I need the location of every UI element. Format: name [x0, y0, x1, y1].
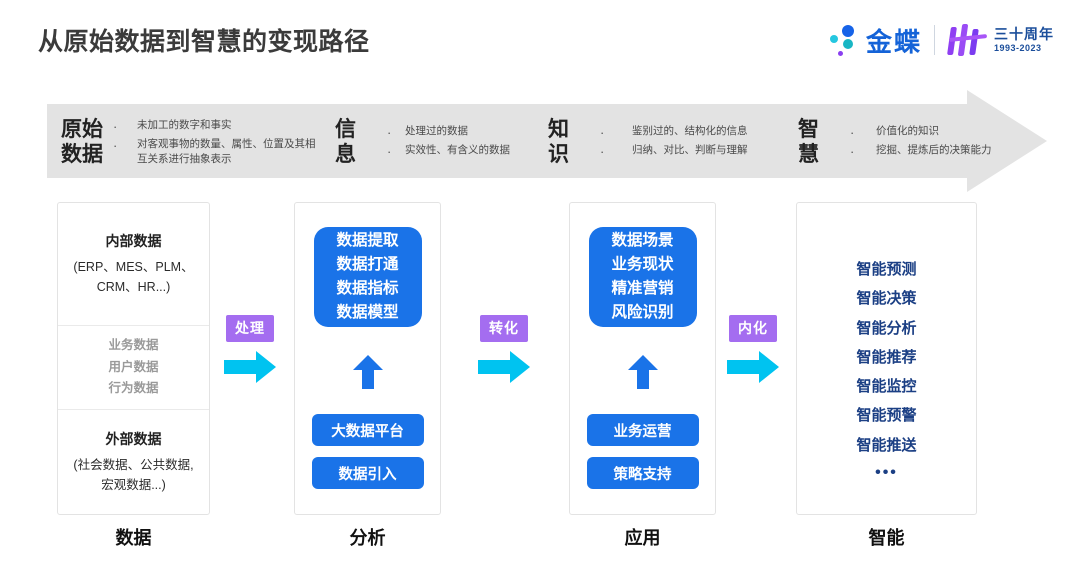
band-bullet: · 归纳、对比、判断与理解 — [598, 143, 748, 162]
data-types-list: 业务数据 用户数据 行为数据 — [108, 337, 159, 396]
stage-arrow-band: 原始 数据 · 未加工的数字和事实 · 对客观事物的数量、属性、位置及其相互关系… — [47, 90, 1047, 192]
connector-label: 内化 — [729, 315, 777, 342]
band-stage-knowledge: 知 识 · 鉴别过的、结构化的信息 · 归纳、对比、判断与理解 — [540, 90, 790, 192]
anniversary-text: 三十周年 1993-2023 — [994, 26, 1054, 53]
list-item: 智能推送 — [856, 436, 917, 454]
band-bullet-text: 实效性、有含义的数据 — [405, 143, 510, 156]
right-arrow-icon — [478, 351, 530, 388]
band-bullet-text: 挖掘、提炼后的决策能力 — [876, 143, 992, 156]
band-bullet: · 价值化的知识 — [848, 124, 992, 143]
kingdee-dots-icon — [826, 24, 862, 56]
band-stage-wisdom: 智 慧 · 价值化的知识 · 挖掘、提炼后的决策能力 — [790, 90, 1045, 192]
brand-divider — [934, 25, 935, 55]
up-arrow-icon — [627, 355, 659, 394]
connector-internalize: 内化 — [727, 315, 779, 388]
anniversary-mark-icon — [947, 23, 988, 57]
band-bullet: · 实效性、有含义的数据 — [385, 143, 510, 162]
external-data-subtitle: (社会数据、公共数据, 宏观数据...) — [73, 458, 194, 492]
band-stage-bullets: · 价值化的知识 · 挖掘、提炼后的决策能力 — [848, 124, 992, 162]
band-stage-bullets: · 鉴别过的、结构化的信息 · 归纳、对比、判断与理解 — [598, 124, 748, 162]
list-ellipsis: ••• — [875, 463, 898, 481]
list-item: 智能分析 — [856, 319, 917, 337]
bullet-dot-icon: · — [113, 137, 118, 153]
bullet-dot-icon: · — [600, 124, 605, 140]
band-bullet: · 挖掘、提炼后的决策能力 — [848, 143, 992, 162]
application-capability-box: 数据场景 业务现状 精准营销 风险识别 — [588, 227, 697, 327]
bullet-dot-icon: · — [850, 124, 855, 140]
column-label-analysis: 分析 — [349, 528, 386, 548]
analysis-capability-box: 数据提取 数据打通 数据指标 数据模型 — [313, 227, 422, 327]
page-title: 从原始数据到智慧的变现路径 — [38, 28, 370, 56]
bullet-dot-icon: · — [387, 124, 392, 140]
band-stage-title: 信 息 — [335, 117, 356, 166]
connector-label: 处理 — [226, 315, 274, 342]
column-card-intelligence: 智能预测 智能决策 智能分析 智能推荐 智能监控 智能预警 智能推送 ••• — [796, 202, 977, 515]
anniversary-years: 1993-2023 — [994, 42, 1042, 53]
band-stage-title: 智 慧 — [798, 117, 819, 166]
application-strategy-pill[interactable]: 策略支持 — [586, 457, 699, 489]
connector-process: 处理 — [224, 315, 276, 388]
right-arrow-icon — [224, 351, 276, 388]
bullet-dot-icon: · — [113, 118, 118, 134]
right-arrow-icon — [727, 351, 779, 388]
band-bullet: · 鉴别过的、结构化的信息 — [598, 124, 748, 143]
band-bullet-text: 未加工的数字和事实 — [137, 118, 232, 131]
data-types-section: 业务数据 用户数据 行为数据 — [58, 325, 209, 410]
bullet-dot-icon: · — [850, 143, 855, 159]
column-card-data: 内部数据 (ERP、MES、PLM、 CRM、HR...) 业务数据 用户数据 … — [57, 202, 210, 515]
band-bullet-text: 归纳、对比、判断与理解 — [632, 143, 748, 156]
band-stage-information: 信 息 · 处理过的数据 · 实效性、有含义的数据 — [325, 90, 540, 192]
band-stage-bullets: · 处理过的数据 · 实效性、有含义的数据 — [385, 124, 510, 162]
internal-data-subtitle: (ERP、MES、PLM、 CRM、HR...) — [73, 260, 194, 294]
band-stage-bullets: · 未加工的数字和事实 · 对客观事物的数量、属性、位置及其相互关系进行抽象表示 — [111, 118, 325, 167]
connector-label: 转化 — [480, 315, 528, 342]
external-data-title: 外部数据 — [105, 431, 162, 448]
list-item: 智能决策 — [856, 290, 917, 308]
analysis-ingest-pill[interactable]: 数据引入 — [311, 457, 424, 489]
column-label-data: 数据 — [115, 528, 152, 548]
column-label-application: 应用 — [624, 528, 661, 548]
internal-data-title: 内部数据 — [105, 233, 162, 250]
column-card-analysis: 数据提取 数据打通 数据指标 数据模型 大数据平台 数据引入 — [294, 202, 441, 515]
connector-transform: 转化 — [478, 315, 530, 388]
list-item: 智能推荐 — [856, 348, 917, 366]
band-bullet-text: 处理过的数据 — [405, 124, 468, 137]
internal-data-section: 内部数据 (ERP、MES、PLM、 CRM、HR...) — [58, 203, 209, 325]
list-item: 智能监控 — [856, 378, 917, 395]
band-bullet-text: 价值化的知识 — [876, 124, 939, 137]
band-stage-title: 原始 数据 — [61, 117, 103, 166]
band-stage-raw-data: 原始 数据 · 未加工的数字和事实 · 对客观事物的数量、属性、位置及其相互关系… — [47, 90, 325, 192]
brand-logo: 金蝶 三十周年 1993-2023 — [826, 22, 1054, 58]
anniversary-label: 三十周年 — [994, 26, 1054, 43]
external-data-section: 外部数据 (社会数据、公共数据, 宏观数据...) — [58, 410, 209, 514]
band-bullet: · 对客观事物的数量、属性、位置及其相互关系进行抽象表示 — [111, 137, 325, 167]
band-bullet-text: 鉴别过的、结构化的信息 — [632, 124, 748, 137]
list-item: 智能预测 — [856, 261, 917, 278]
brand-name: 金蝶 — [865, 26, 922, 57]
application-operations-pill[interactable]: 业务运营 — [586, 414, 699, 446]
band-bullet: · 处理过的数据 — [385, 124, 510, 143]
band-stage-title: 知 识 — [548, 117, 569, 166]
up-arrow-icon — [352, 355, 384, 394]
analysis-platform-pill[interactable]: 大数据平台 — [311, 414, 424, 446]
bullet-dot-icon: · — [387, 143, 392, 159]
band-bullet-text: 对客观事物的数量、属性、位置及其相互关系进行抽象表示 — [137, 137, 316, 165]
intelligence-list: 智能预测 智能决策 智能分析 智能推荐 智能监控 智能预警 智能推送 ••• — [797, 203, 976, 482]
list-item: 智能预警 — [856, 407, 917, 425]
arrow-band-shape-icon — [47, 90, 1047, 192]
band-bullet: · 未加工的数字和事实 — [111, 118, 325, 137]
column-label-intelligence: 智能 — [868, 528, 905, 548]
column-card-application: 数据场景 业务现状 精准营销 风险识别 业务运营 策略支持 — [569, 202, 716, 515]
bullet-dot-icon: · — [600, 143, 605, 159]
